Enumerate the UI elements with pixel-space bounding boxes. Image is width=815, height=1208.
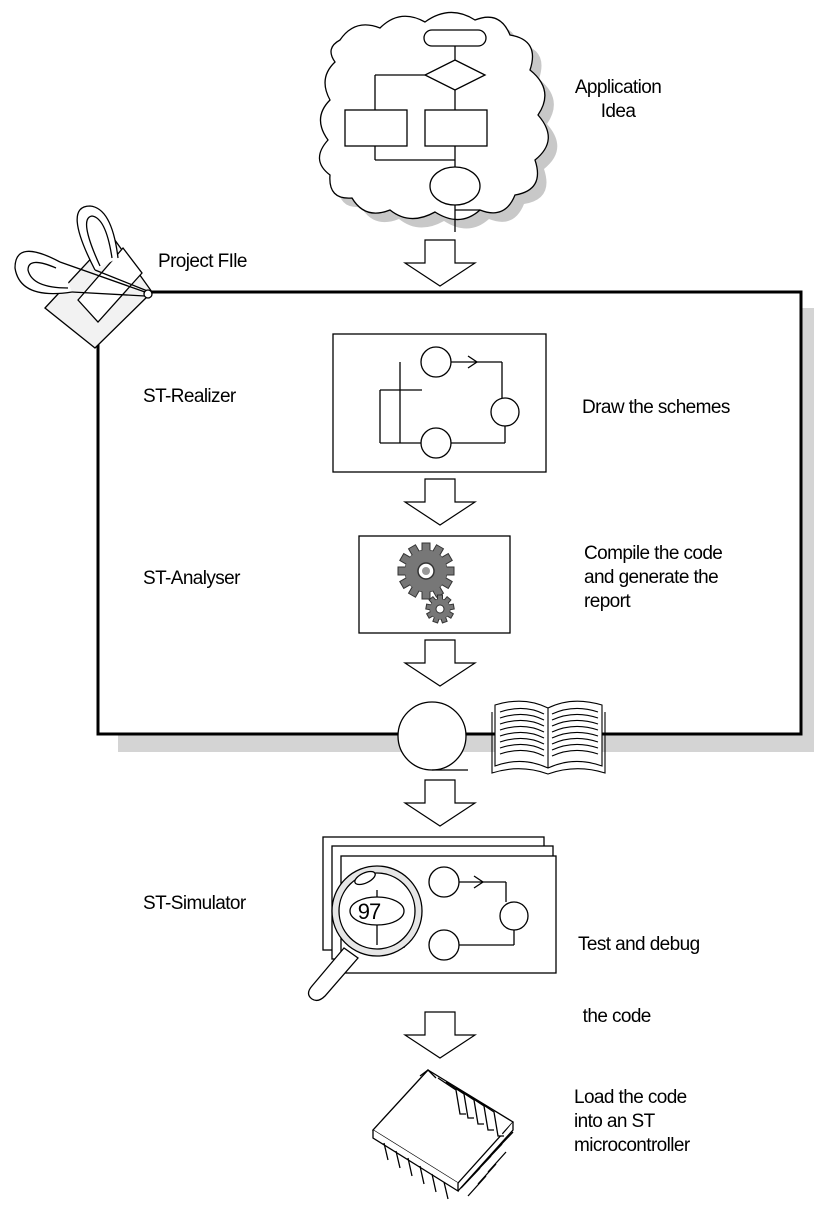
gears-icon (358, 535, 511, 634)
label-st-analyser: ST-Analyser (143, 568, 240, 589)
chip-icon (371, 1069, 515, 1200)
label-st-simulator: ST-Simulator (143, 893, 246, 914)
arrow-down-icon (402, 779, 478, 827)
arrow-down-icon (402, 639, 478, 687)
disk-icon (397, 701, 468, 771)
label-draw-schemes: Draw the schemes (582, 397, 730, 418)
label-st-realizer: ST-Realizer (143, 386, 236, 407)
arrow-down-icon (402, 478, 478, 526)
scheme-icon (332, 333, 547, 473)
label-application-idea: Application Idea (574, 77, 662, 122)
label-compile: Compile the code and generate the report (584, 543, 723, 612)
label-test-debug: Test and debug the code (578, 934, 700, 1027)
arrow-down-icon (402, 239, 478, 287)
arrow-down-icon (402, 1011, 478, 1059)
magnifier-icon (307, 865, 423, 1002)
scheme-icon (403, 866, 529, 961)
magnifier-value: 97 (358, 899, 381, 924)
label-project-file: Project FIle (158, 251, 247, 272)
book-icon (491, 700, 606, 775)
flowchart-icon (344, 29, 488, 232)
label-load-code: Load the code into an ST microcontroller (574, 1087, 690, 1156)
binder-clip-icon (14, 205, 153, 349)
